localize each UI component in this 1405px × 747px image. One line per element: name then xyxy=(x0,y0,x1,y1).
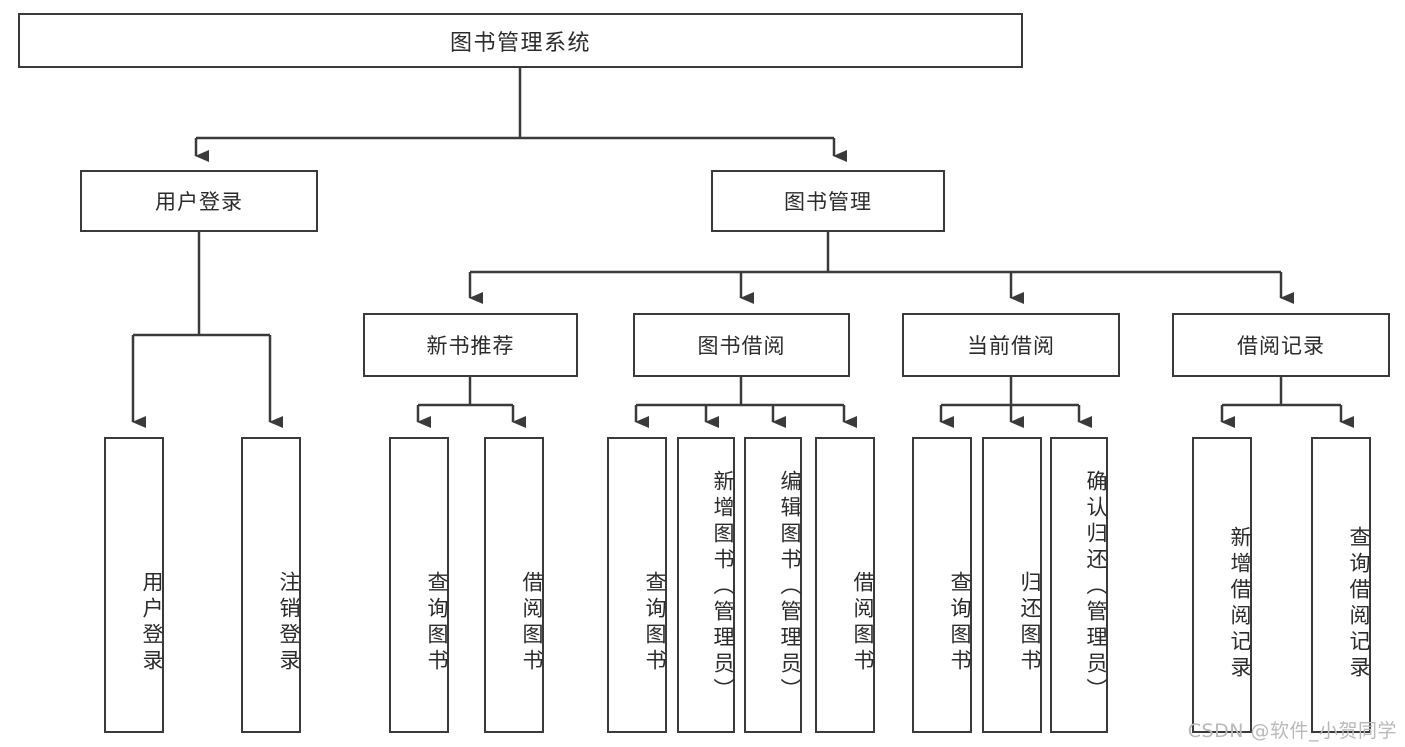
leaf-query-book-1[interactable]: 查询图书 xyxy=(389,437,449,733)
node-new-book-rec[interactable]: 新书推荐 xyxy=(363,313,578,377)
leaf-add-book[interactable]: 新增图书（管理员） xyxy=(677,437,735,733)
leaf-query-book-2[interactable]: 查询图书 xyxy=(607,437,667,733)
node-book-manage[interactable]: 图书管理 xyxy=(711,170,945,232)
leaf-query-record[interactable]: 查询借阅记录 xyxy=(1311,437,1371,733)
leaf-return-book[interactable]: 归还图书 xyxy=(982,437,1042,733)
leaf-logout-login[interactable]: 注销登录 xyxy=(241,437,301,733)
node-root[interactable]: 图书管理系统 xyxy=(18,13,1023,68)
leaf-query-book-3[interactable]: 查询图书 xyxy=(912,437,972,733)
leaf-confirm-return[interactable]: 确认归还（管理员） xyxy=(1050,437,1108,733)
leaf-borrow-book-1[interactable]: 借阅图书 xyxy=(484,437,544,733)
leaf-user-login[interactable]: 用户登录 xyxy=(104,437,164,733)
node-user-login[interactable]: 用户登录 xyxy=(80,170,318,232)
watermark-text: CSDN @软件_小贺同学 xyxy=(1187,720,1397,742)
leaf-add-record[interactable]: 新增借阅记录 xyxy=(1192,437,1252,733)
node-borrow-record[interactable]: 借阅记录 xyxy=(1172,313,1390,377)
node-book-borrow[interactable]: 图书借阅 xyxy=(633,313,850,377)
node-current-borrow[interactable]: 当前借阅 xyxy=(902,313,1120,377)
leaf-borrow-book-2[interactable]: 借阅图书 xyxy=(815,437,875,733)
leaf-edit-book[interactable]: 编辑图书（管理员） xyxy=(744,437,802,733)
